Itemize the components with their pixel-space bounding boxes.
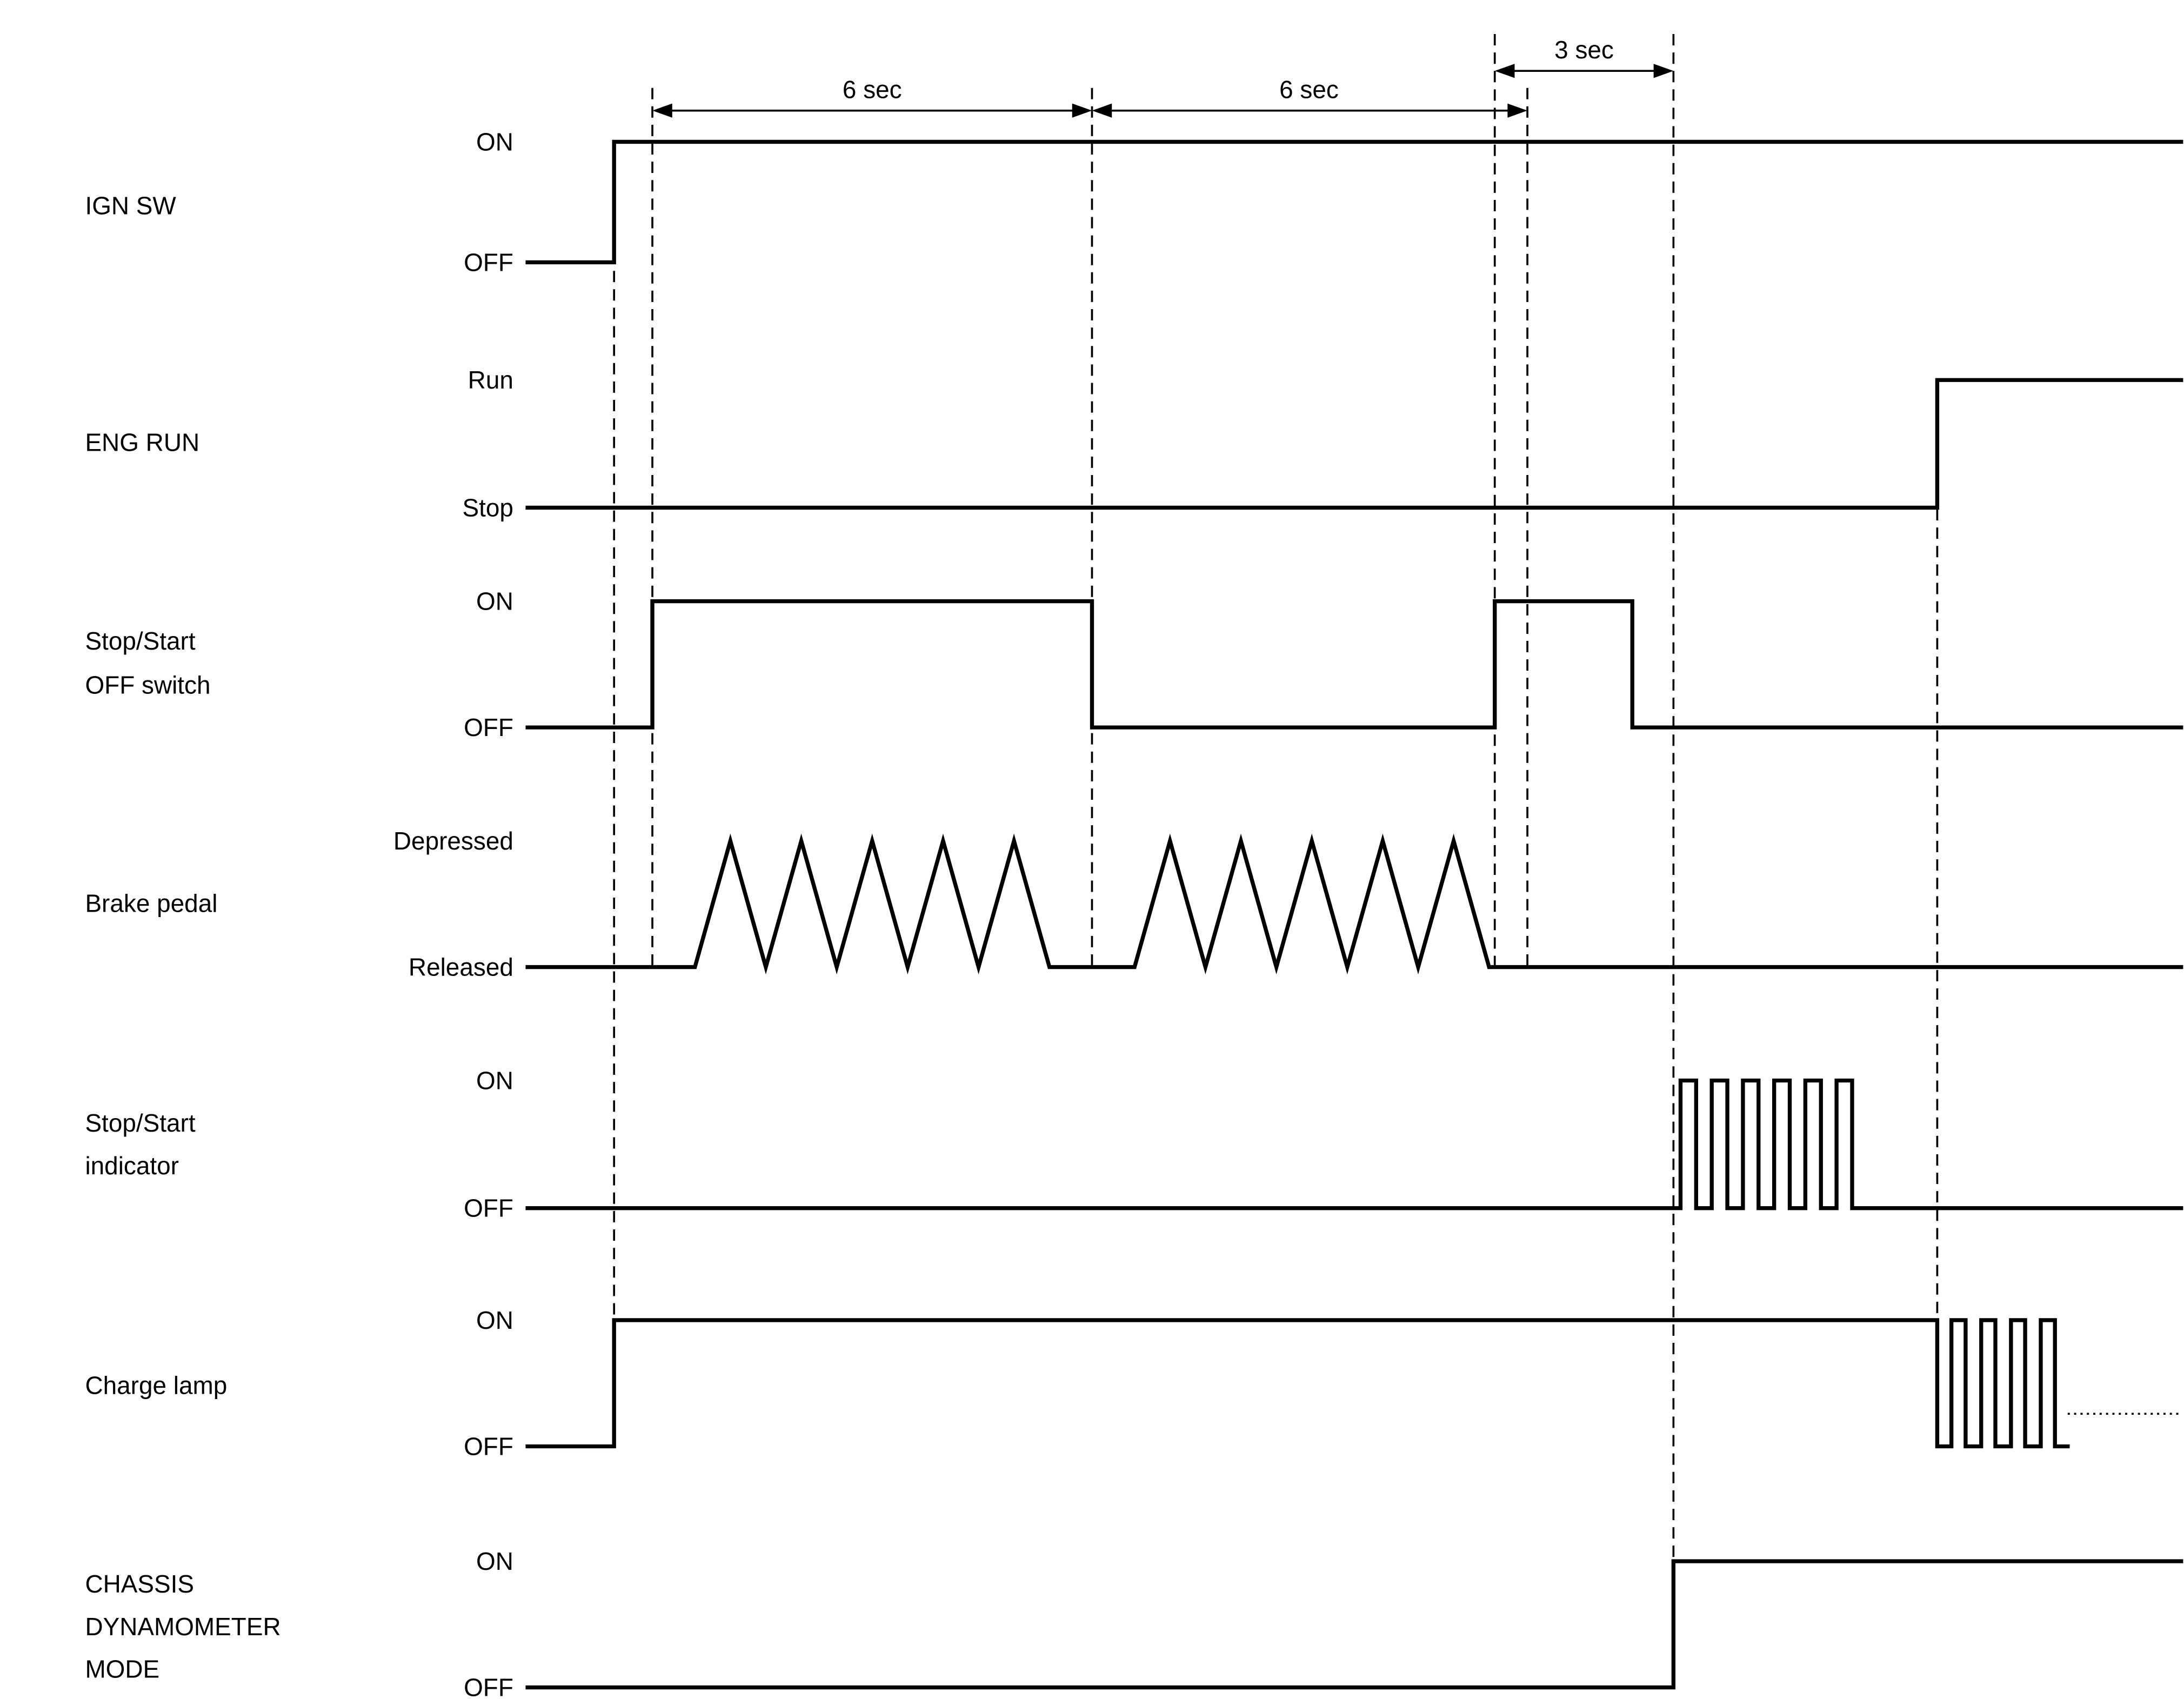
waveform-chassis-dynamometer-mode xyxy=(525,1559,2183,1690)
level-label-charge-lamp-0: ON xyxy=(476,1306,513,1334)
level-label-chassis-dynamometer-mode-0: ON xyxy=(476,1547,513,1575)
duration-label-0: 6 sec xyxy=(843,75,902,103)
signal-name-stop-start-off-switch-line-0: Stop/Start xyxy=(85,627,195,655)
level-label-brake-pedal-1: Released xyxy=(409,953,513,981)
level-label-eng-run-0: Run xyxy=(468,366,513,394)
level-label-charge-lamp-1: OFF xyxy=(464,1433,513,1461)
signal-name-eng-run-line-0: ENG RUN xyxy=(85,429,199,457)
level-label-stop-start-off-switch-1: OFF xyxy=(464,713,513,741)
signal-name-stop-start-off-switch-line-1: OFF switch xyxy=(85,671,210,699)
waveform-brake-pedal xyxy=(525,833,2183,975)
waveform-ign-sw xyxy=(525,139,2183,265)
duration-label-2: 3 sec xyxy=(1554,36,1614,64)
duration-arrowhead-left-icon xyxy=(1494,64,1515,78)
level-label-stop-start-indicator-1: OFF xyxy=(464,1194,513,1222)
level-label-stop-start-indicator-0: ON xyxy=(476,1067,513,1095)
duration-arrowhead-left-icon xyxy=(652,103,672,118)
signal-name-chassis-dynamometer-mode-line-0: CHASSIS xyxy=(85,1570,194,1598)
waveform-charge-lamp xyxy=(525,1318,2070,1449)
signal-name-charge-lamp-line-0: Charge lamp xyxy=(85,1372,227,1400)
duration-arrowhead-right-icon xyxy=(1653,64,1674,78)
level-label-eng-run-1: Stop xyxy=(462,493,513,521)
duration-arrowhead-right-icon xyxy=(1507,103,1528,118)
duration-label-1: 6 sec xyxy=(1279,75,1339,103)
duration-arrowhead-left-icon xyxy=(1092,103,1112,118)
duration-arrowhead-right-icon xyxy=(1072,103,1092,118)
signal-name-chassis-dynamometer-mode-line-1: DYNAMOMETER xyxy=(85,1613,280,1641)
signal-name-stop-start-indicator-line-0: Stop/Start xyxy=(85,1109,195,1137)
waveform-stop-start-off-switch xyxy=(525,599,2183,730)
signal-name-brake-pedal-line-0: Brake pedal xyxy=(85,889,217,918)
level-label-ign-sw-0: ON xyxy=(476,128,513,156)
signal-name-ign-sw-line-0: IGN SW xyxy=(85,191,176,219)
level-label-stop-start-off-switch-0: ON xyxy=(476,587,513,616)
waveform-eng-run xyxy=(525,378,2183,510)
level-label-ign-sw-1: OFF xyxy=(464,248,513,276)
signal-name-chassis-dynamometer-mode-line-2: MODE xyxy=(85,1655,159,1683)
level-label-brake-pedal-0: Depressed xyxy=(393,827,513,855)
waveform-stop-start-indicator xyxy=(525,1078,2183,1210)
signal-name-stop-start-indicator-line-1: indicator xyxy=(85,1152,179,1180)
level-label-chassis-dynamometer-mode-1: OFF xyxy=(464,1674,513,1699)
